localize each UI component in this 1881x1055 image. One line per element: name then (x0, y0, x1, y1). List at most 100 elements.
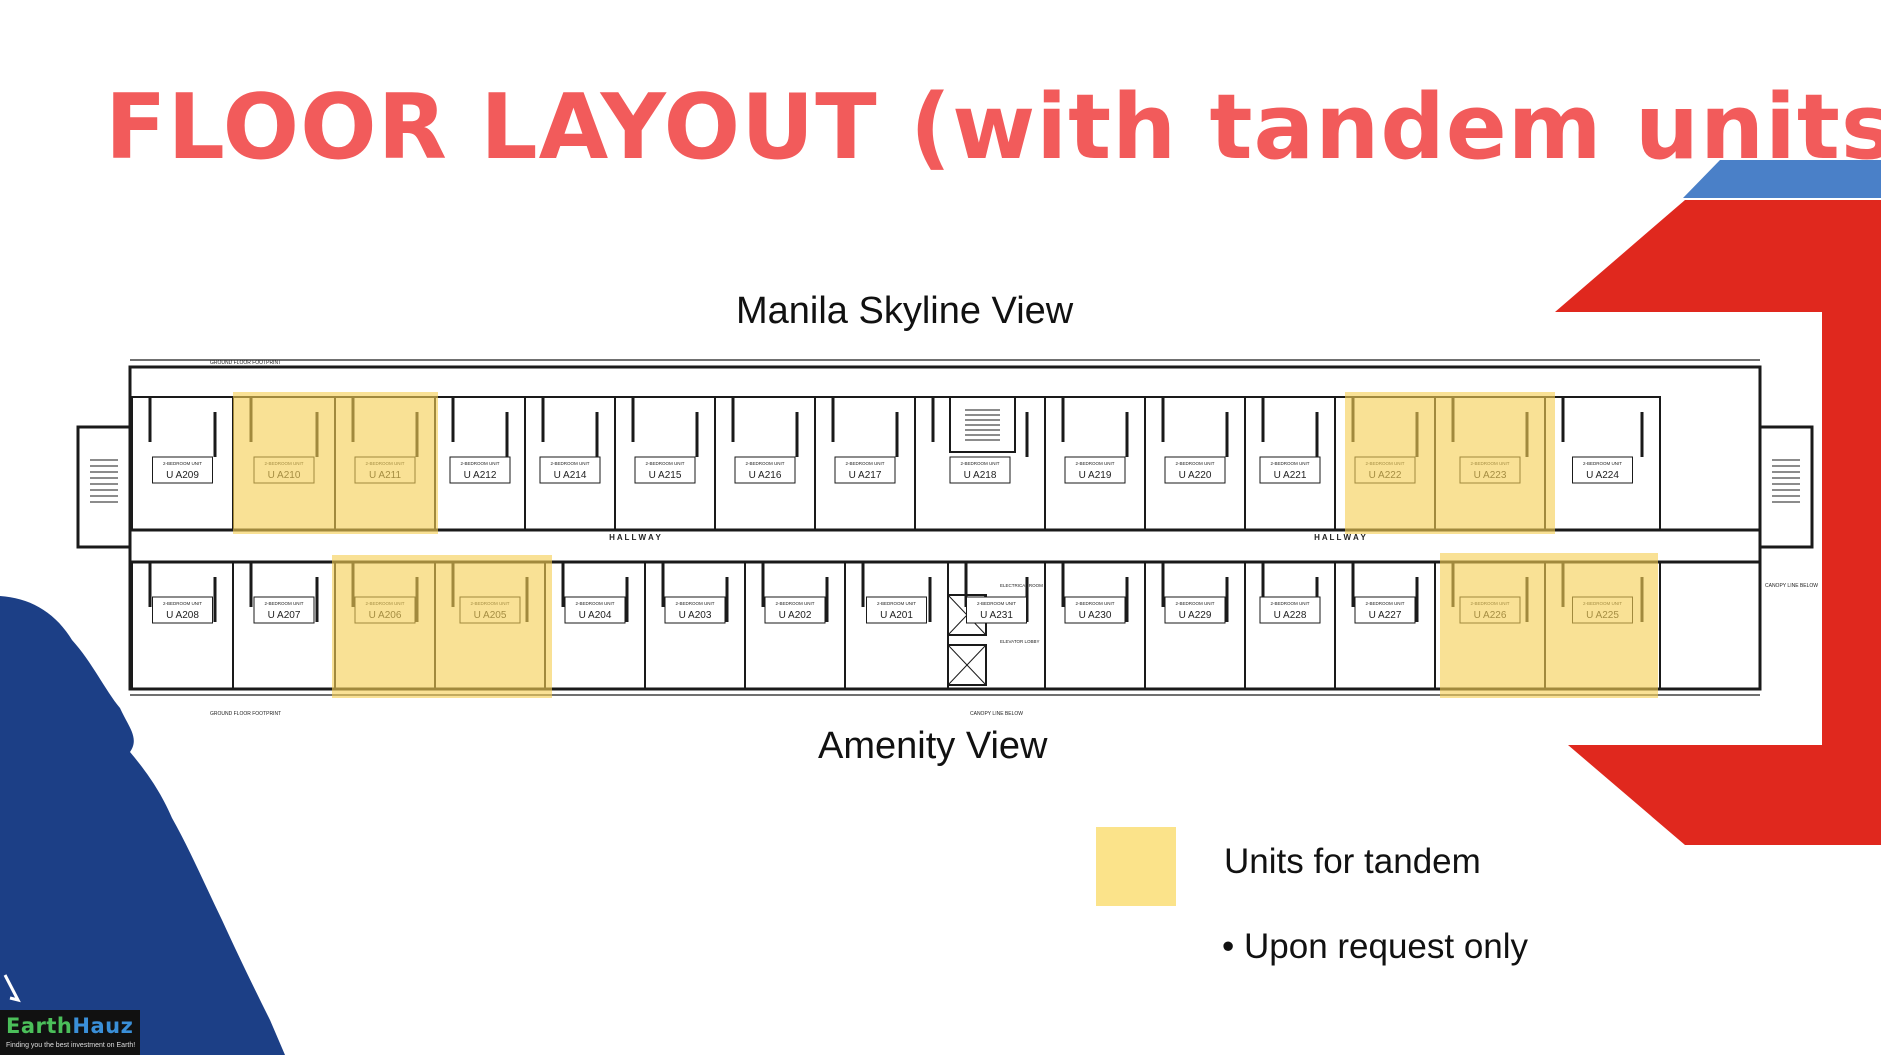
logo-word-part1: Earth (6, 1014, 73, 1038)
tandem-highlight-2 (1345, 392, 1555, 534)
amenity-view-label: Amenity View (818, 725, 1048, 767)
unit-type-label: 2-BEDROOM UNIT (1583, 461, 1622, 466)
blue-accent-stripe (1683, 160, 1881, 198)
electrical-room-label: ELECTRICAL ROOM (1000, 583, 1043, 588)
unit-type-label: 2-BEDROOM UNIT (645, 461, 684, 466)
unit-id-label: U A204 (579, 610, 612, 621)
unit-id-label: U A229 (1179, 610, 1212, 621)
unit-type-label: 2-BEDROOM UNIT (977, 601, 1016, 606)
unit-type-label: 2-BEDROOM UNIT (460, 461, 499, 466)
unit-label-box (866, 596, 927, 624)
unit-label-box (539, 456, 601, 484)
bottom-unit-cell (131, 561, 234, 690)
unit-type-label: 2-BEDROOM UNIT (1270, 601, 1309, 606)
unit-type-label: 2-BEDROOM UNIT (1175, 601, 1214, 606)
elevator-cross (947, 644, 987, 686)
unit-label-box (949, 456, 1011, 484)
earthhauz-logo: EarthHauz Finding you the best investmen… (0, 1010, 140, 1055)
bottom-unit-cell (644, 561, 746, 690)
unit-id-label: U A202 (779, 610, 812, 621)
unit-id-label: U A230 (1079, 610, 1112, 621)
tandem-highlight-1 (233, 392, 438, 534)
unit-id-label: U A208 (166, 610, 199, 621)
unit-label-box (764, 596, 826, 624)
brush-scratch (3, 974, 21, 1003)
unit-id-label: U A227 (1369, 610, 1402, 621)
elevator-lobby-label: ELEVATOR LOBBY (1000, 639, 1040, 644)
unit-id-label: U A215 (649, 470, 682, 481)
bottom-unit-cell (232, 561, 336, 690)
unit-label-box (253, 596, 315, 624)
unit-label-box (1259, 596, 1321, 624)
left-stair (76, 425, 132, 549)
manila-skyline-view-label: Manila Skyline View (736, 290, 1074, 332)
unit-id-label: U A209 (166, 470, 199, 481)
unit-label-box (1064, 456, 1126, 484)
unit-type-label: 2-BEDROOM UNIT (264, 601, 303, 606)
logo-word-part2: Hauz (72, 1014, 134, 1038)
bottom-unit-cell (744, 561, 846, 690)
unit-type-label: 2-BEDROOM UNIT (745, 461, 784, 466)
unit-id-label: U A207 (268, 610, 301, 621)
unit-label-box (564, 596, 626, 624)
legend-label: Units for tandem (1224, 842, 1481, 881)
unit-id-label: U A220 (1179, 470, 1212, 481)
unit-id-label: U A224 (1586, 470, 1619, 481)
unit-type-label: 2-BEDROOM UNIT (877, 601, 916, 606)
unit-type-label: 2-BEDROOM UNIT (775, 601, 814, 606)
unit-label-box (1259, 456, 1321, 484)
unit-type-label: 2-BEDROOM UNIT (575, 601, 614, 606)
unit-label-box (734, 456, 796, 484)
unit-type-label: 2-BEDROOM UNIT (550, 461, 589, 466)
logo-wordmark: EarthHauz (6, 1014, 133, 1038)
unit-type-label: 2-BEDROOM UNIT (845, 461, 884, 466)
bottom-unit-cell (844, 561, 949, 690)
canopy-label-right: CANOPY LINE BELOW (1765, 583, 1818, 589)
bottom-unit-cell (544, 561, 646, 690)
unit-id-label: U A203 (679, 610, 712, 621)
unit-type-label: 2-BEDROOM UNIT (163, 461, 202, 466)
unit-label-box (1164, 596, 1226, 624)
floor-plan: H A L L W A Y H A L L W A Y ELECTRICAL ROO… (76, 359, 1818, 717)
logo-tagline: Finding you the best investment on Earth… (6, 1042, 136, 1049)
bottom-unit-cell (1044, 561, 1146, 690)
unit-label-box (1572, 456, 1633, 484)
footprint-label-bottom: GROUND FLOOR FOOTPRINT (210, 711, 281, 717)
tandem-highlight-4 (1440, 553, 1658, 698)
unit-label-box (1064, 596, 1126, 624)
hallway-label-left: H A L L W A Y (609, 533, 661, 542)
unit-type-label: 2-BEDROOM UNIT (675, 601, 714, 606)
navy-brush-shape (0, 596, 285, 1055)
hallway-label-right: H A L L W A Y (1314, 533, 1366, 542)
unit-label-box (152, 596, 213, 624)
bottom-unit-cell (1244, 561, 1336, 690)
right-stair (1758, 425, 1814, 549)
unit-id-label: U A218 (964, 470, 997, 481)
unit-label-box (449, 456, 511, 484)
legend-note-text: Upon request only (1243, 927, 1529, 966)
unit-type-label: 2-BEDROOM UNIT (163, 601, 202, 606)
unit-id-label: U A201 (880, 610, 913, 621)
unit-id-label: U A219 (1079, 470, 1112, 481)
unit-type-label: 2-BEDROOM UNIT (1365, 601, 1404, 606)
unit-label-box (1354, 596, 1416, 624)
unit-label-box (634, 456, 696, 484)
unit-label-box (152, 456, 213, 484)
bottom-unit-cell (1144, 561, 1246, 690)
unit-id-label: U A228 (1274, 610, 1307, 621)
red-accent-frame (1555, 200, 1881, 845)
unit-type-label: 2-BEDROOM UNIT (1075, 461, 1114, 466)
unit-type-label: 2-BEDROOM UNIT (1075, 601, 1114, 606)
unit-id-label: U A216 (749, 470, 782, 481)
bottom-unit-cell (1334, 561, 1436, 690)
unit-label-box (966, 596, 1027, 624)
unit-id-label: U A212 (464, 470, 497, 481)
unit-label-box (834, 456, 896, 484)
tandem-highlight-3 (332, 555, 552, 698)
slide-title: FLOOR LAYOUT (with tandem units) (105, 75, 1881, 180)
canopy-label-bottom: CANOPY LINE BELOW (970, 711, 1023, 717)
unit-id-label: U A214 (554, 470, 587, 481)
unit-type-label: 2-BEDROOM UNIT (960, 461, 999, 466)
unit-id-label: U A221 (1274, 470, 1307, 481)
